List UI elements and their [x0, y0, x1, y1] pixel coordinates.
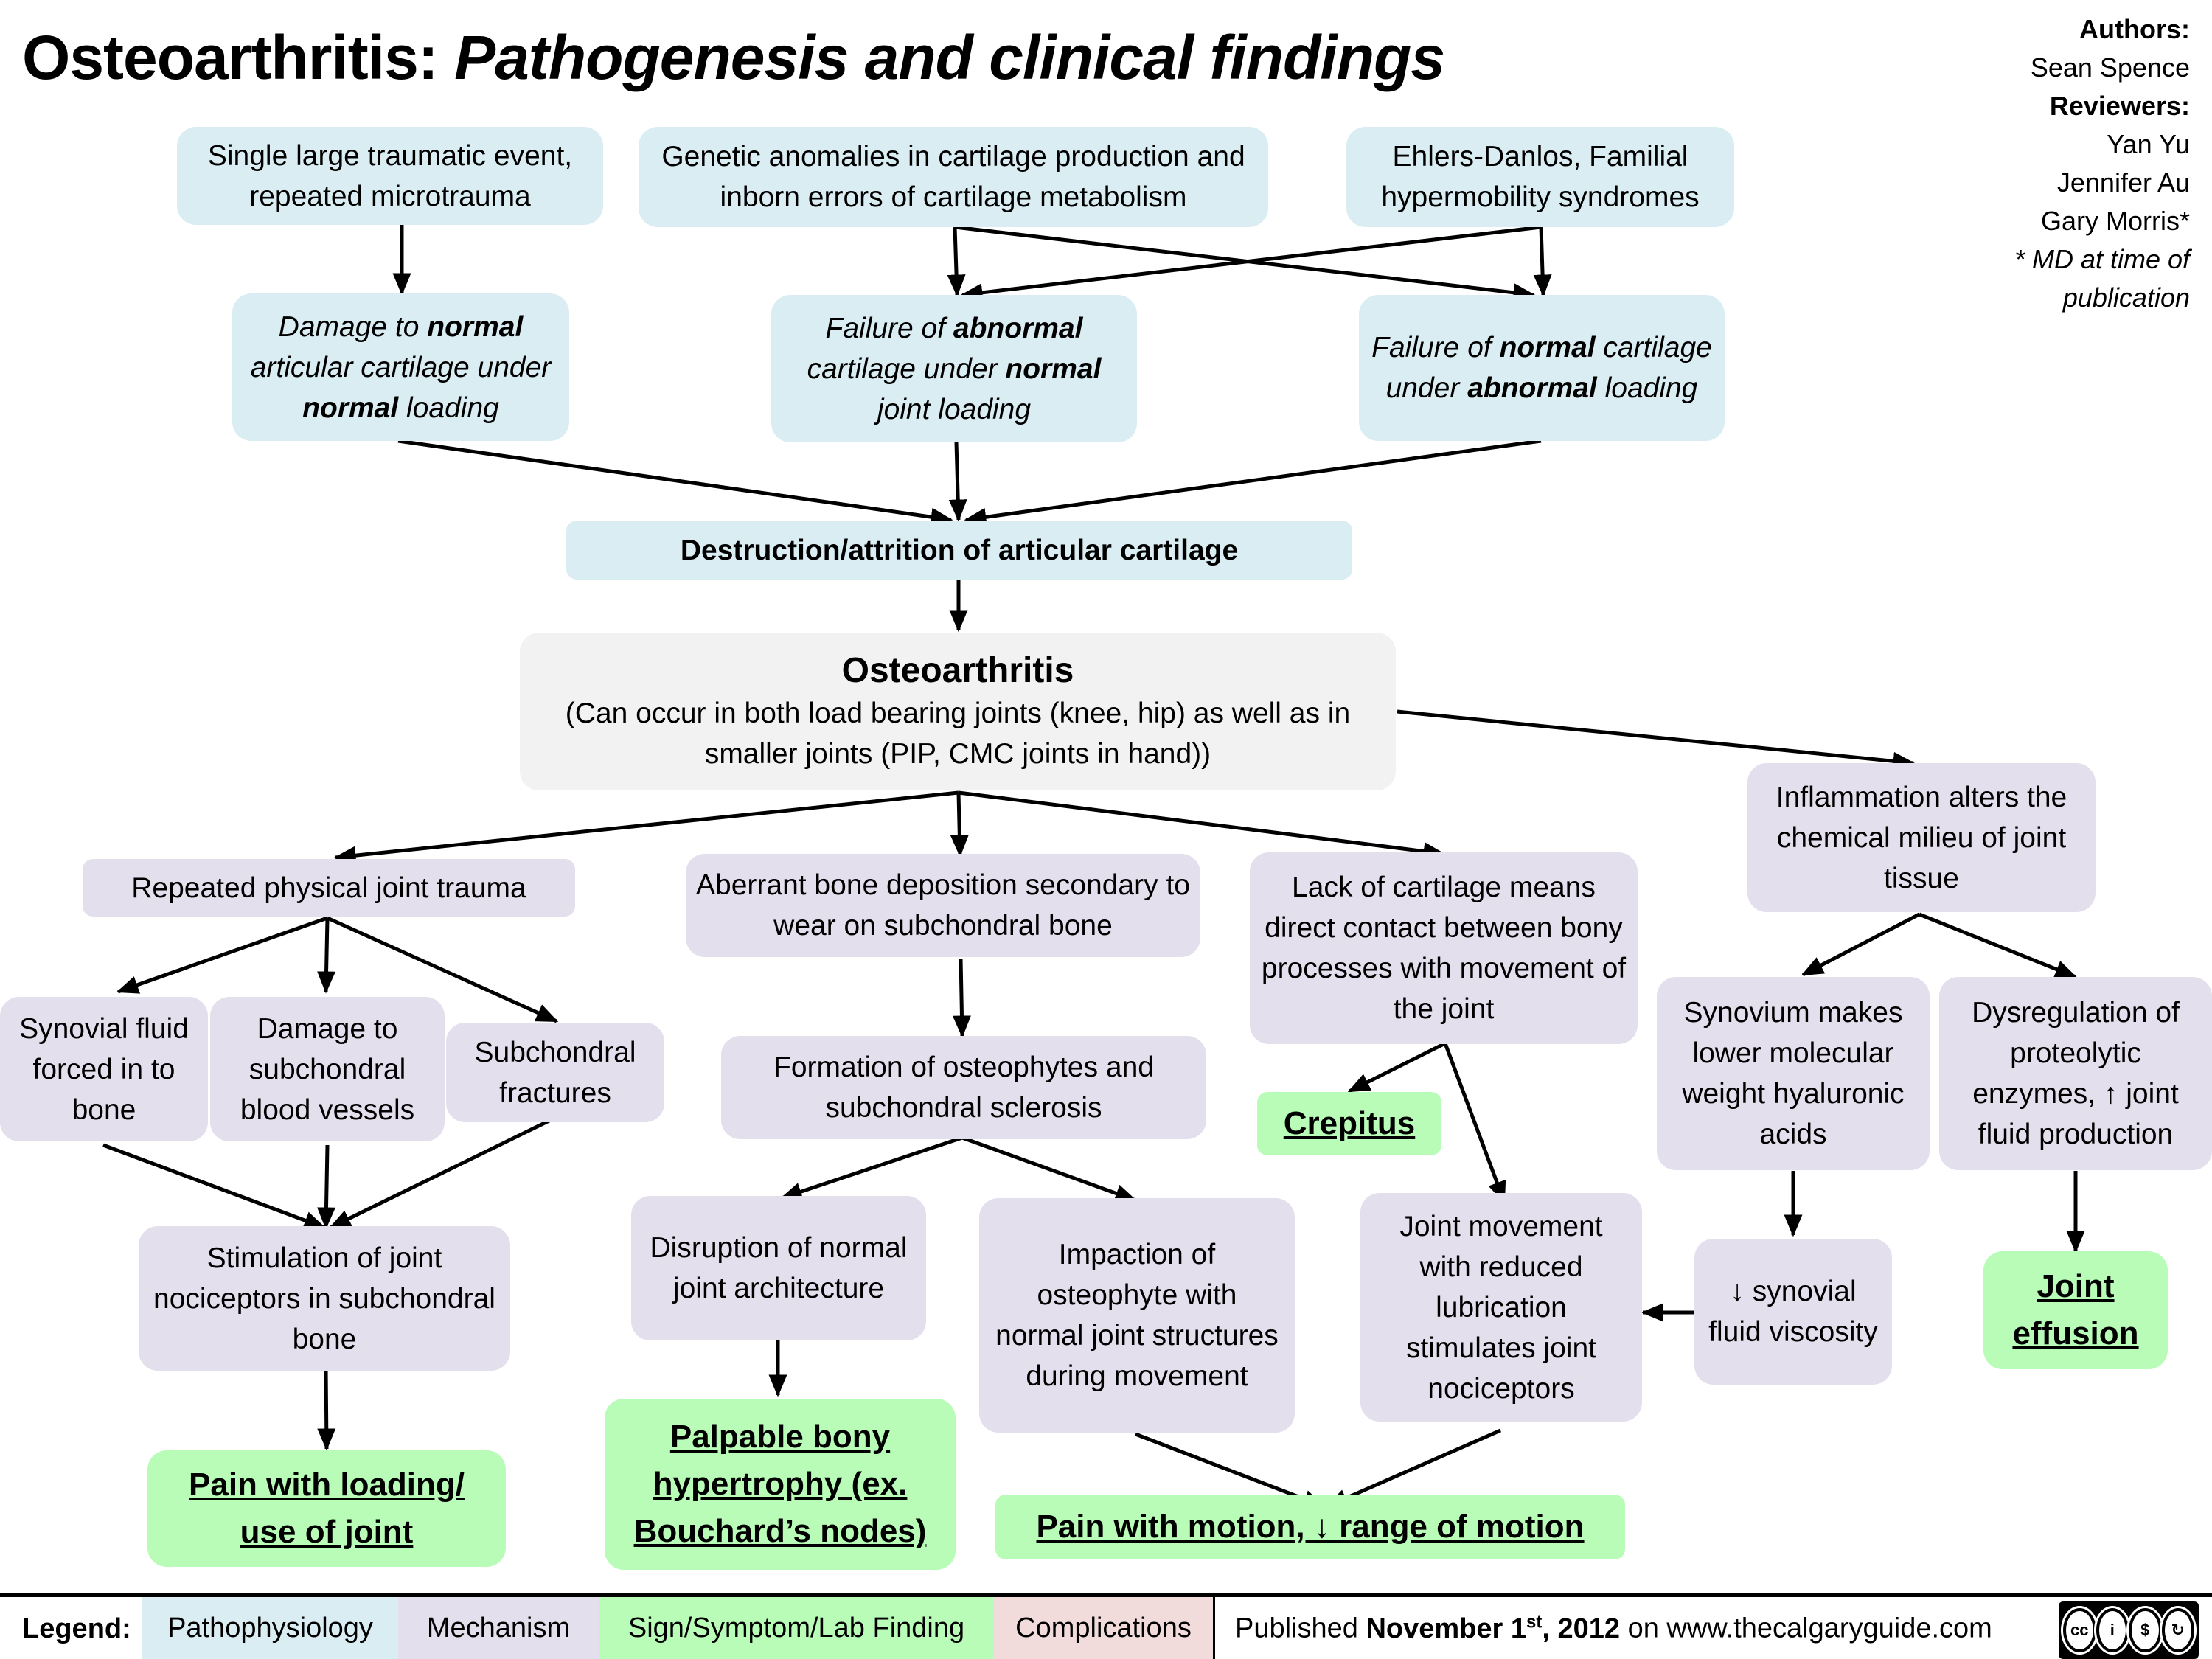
arrow — [952, 958, 971, 1038]
arrow — [397, 439, 953, 526]
arrow — [779, 1135, 963, 1201]
authors-label: Authors: — [2079, 14, 2190, 44]
node-damage-blood-vessels: Damage to subchondral blood vessels — [210, 997, 445, 1141]
arrow — [1443, 1043, 1506, 1204]
node-genetic-anomalies: Genetic anomalies in cartilage productio… — [639, 127, 1268, 227]
arrow — [950, 792, 969, 858]
sa-sharealike-icon: ↻ — [2161, 1608, 2194, 1652]
arrow — [316, 1144, 335, 1230]
arrow — [947, 226, 966, 297]
title-main: Osteoarthritis: — [22, 23, 439, 92]
arrow — [1919, 912, 2078, 979]
node-lack-of-cartilage: Lack of cartilage means direct contact b… — [1250, 852, 1638, 1044]
legend-item-sign-symptom: Sign/Symptom/Lab Finding — [599, 1597, 994, 1659]
node-damage-normal-cartilage: Damage to normal articular cartilage und… — [232, 293, 569, 441]
legend-item-mechanism: Mechanism — [398, 1597, 599, 1659]
by-attribution-icon: i — [2096, 1608, 2129, 1652]
node-failure-abnormal-cartilage: Failure of abnormal cartilage under norm… — [771, 295, 1137, 442]
cc-icon: cc — [2063, 1608, 2096, 1652]
node-joint-movement-reduced-lubrication: Joint movement with reduced lubrication … — [1360, 1193, 1642, 1422]
node-joint-effusion: Joint effusion — [1983, 1251, 2168, 1369]
node-disruption-architecture: Disruption of normal joint architecture — [631, 1196, 926, 1340]
node-synovial-fluid-forced: Synovial fluid forced in to bone — [0, 997, 208, 1141]
reviewer-name: Gary Morris* — [2040, 206, 2190, 236]
arrow — [961, 1135, 1138, 1203]
arrow — [1397, 709, 1916, 771]
node-pain-with-loading: Pain with loading/ use of joint — [147, 1450, 506, 1567]
node-impaction-osteophyte: Impaction of osteophyte with normal join… — [979, 1198, 1295, 1433]
legend-label: Legend: — [22, 1613, 131, 1644]
site-link[interactable]: on www.thecalgaryguide.com — [1620, 1613, 1992, 1644]
arrow — [333, 790, 959, 865]
arrow — [317, 917, 336, 994]
oa-title: Osteoarthritis — [841, 651, 1074, 690]
reviewers-label: Reviewers: — [2049, 91, 2190, 121]
credits: Authors: Sean Spence Reviewers: Yan Yu J… — [2014, 10, 2190, 317]
node-osteoarthritis: Osteoarthritis (Can occur in both load b… — [520, 633, 1396, 790]
arrow — [958, 790, 1446, 860]
nc-noncommercial-icon: $ — [2129, 1608, 2162, 1652]
reviewer-name: Yan Yu — [2107, 129, 2190, 159]
legend-item-pathophysiology: Pathophysiology — [142, 1597, 398, 1659]
node-failure-normal-cartilage: Failure of normal cartilage under abnorm… — [1359, 295, 1725, 441]
node-osteophytes: Formation of osteophytes and subchondral… — [721, 1036, 1206, 1139]
node-destruction: Destruction/attrition of articular carti… — [566, 521, 1352, 580]
arrow — [960, 225, 1542, 302]
arrow — [116, 916, 328, 994]
node-inflammation: Inflammation alters the chemical milieu … — [1747, 763, 2096, 912]
node-repeated-trauma: Repeated physical joint trauma — [83, 859, 575, 917]
node-aberrant-bone: Aberrant bone deposition secondary to we… — [686, 854, 1200, 957]
legend-item-complications: Complications — [994, 1597, 1213, 1659]
oa-description: (Can occur in both load bearing joints (… — [565, 698, 1351, 770]
credits-note: * MD at time of — [2014, 244, 2190, 274]
arrow — [954, 225, 1536, 302]
page-title: Osteoarthritis: Pathogenesis and clinica… — [22, 22, 1445, 94]
node-crepitus: Crepitus — [1257, 1092, 1441, 1155]
node-palpable-bony-hypertrophy: Palpable bony hypertrophy (ex. Bouchard’… — [605, 1399, 956, 1570]
arrow — [948, 442, 967, 522]
arrow — [1533, 226, 1552, 297]
node-dysregulation-enzymes: Dysregulation of proteolytic enzymes, ↑ … — [1939, 977, 2212, 1170]
arrow — [102, 1143, 327, 1230]
arrow — [964, 439, 1542, 526]
reviewer-name: Jennifer Au — [2056, 167, 2190, 198]
node-trauma-event: Single large traumatic event, repeated m… — [177, 127, 603, 225]
node-reduced-viscosity: ↓ synovial fluid viscosity — [1694, 1239, 1892, 1385]
node-ehlers-danlos: Ehlers-Danlos, Familial hypermobility sy… — [1346, 127, 1734, 227]
node-pain-with-motion: Pain with motion, ↓ range of motion — [995, 1495, 1625, 1559]
credits-note: publication — [2062, 282, 2190, 313]
footer-divider — [1213, 1597, 1215, 1659]
arrow — [1801, 912, 1921, 977]
title-subtitle: Pathogenesis and clinical findings — [454, 23, 1445, 92]
arrow — [1347, 1041, 1447, 1093]
published-info: Published November 1st, 2012 on www.thec… — [1235, 1612, 1992, 1644]
node-synovium-hyaluronic: Synovium makes lower molecular weight hy… — [1657, 977, 1930, 1170]
arrow — [317, 1367, 336, 1451]
node-stimulation-nociceptors: Stimulation of joint nociceptors in subc… — [139, 1226, 510, 1371]
legend-bar — [0, 1593, 2212, 1659]
creative-commons-license-icon[interactable]: cc i $ ↻ — [2059, 1601, 2199, 1659]
node-subchondral-fractures: Subchondral fractures — [446, 1023, 664, 1122]
author-name: Sean Spence — [2030, 52, 2190, 83]
